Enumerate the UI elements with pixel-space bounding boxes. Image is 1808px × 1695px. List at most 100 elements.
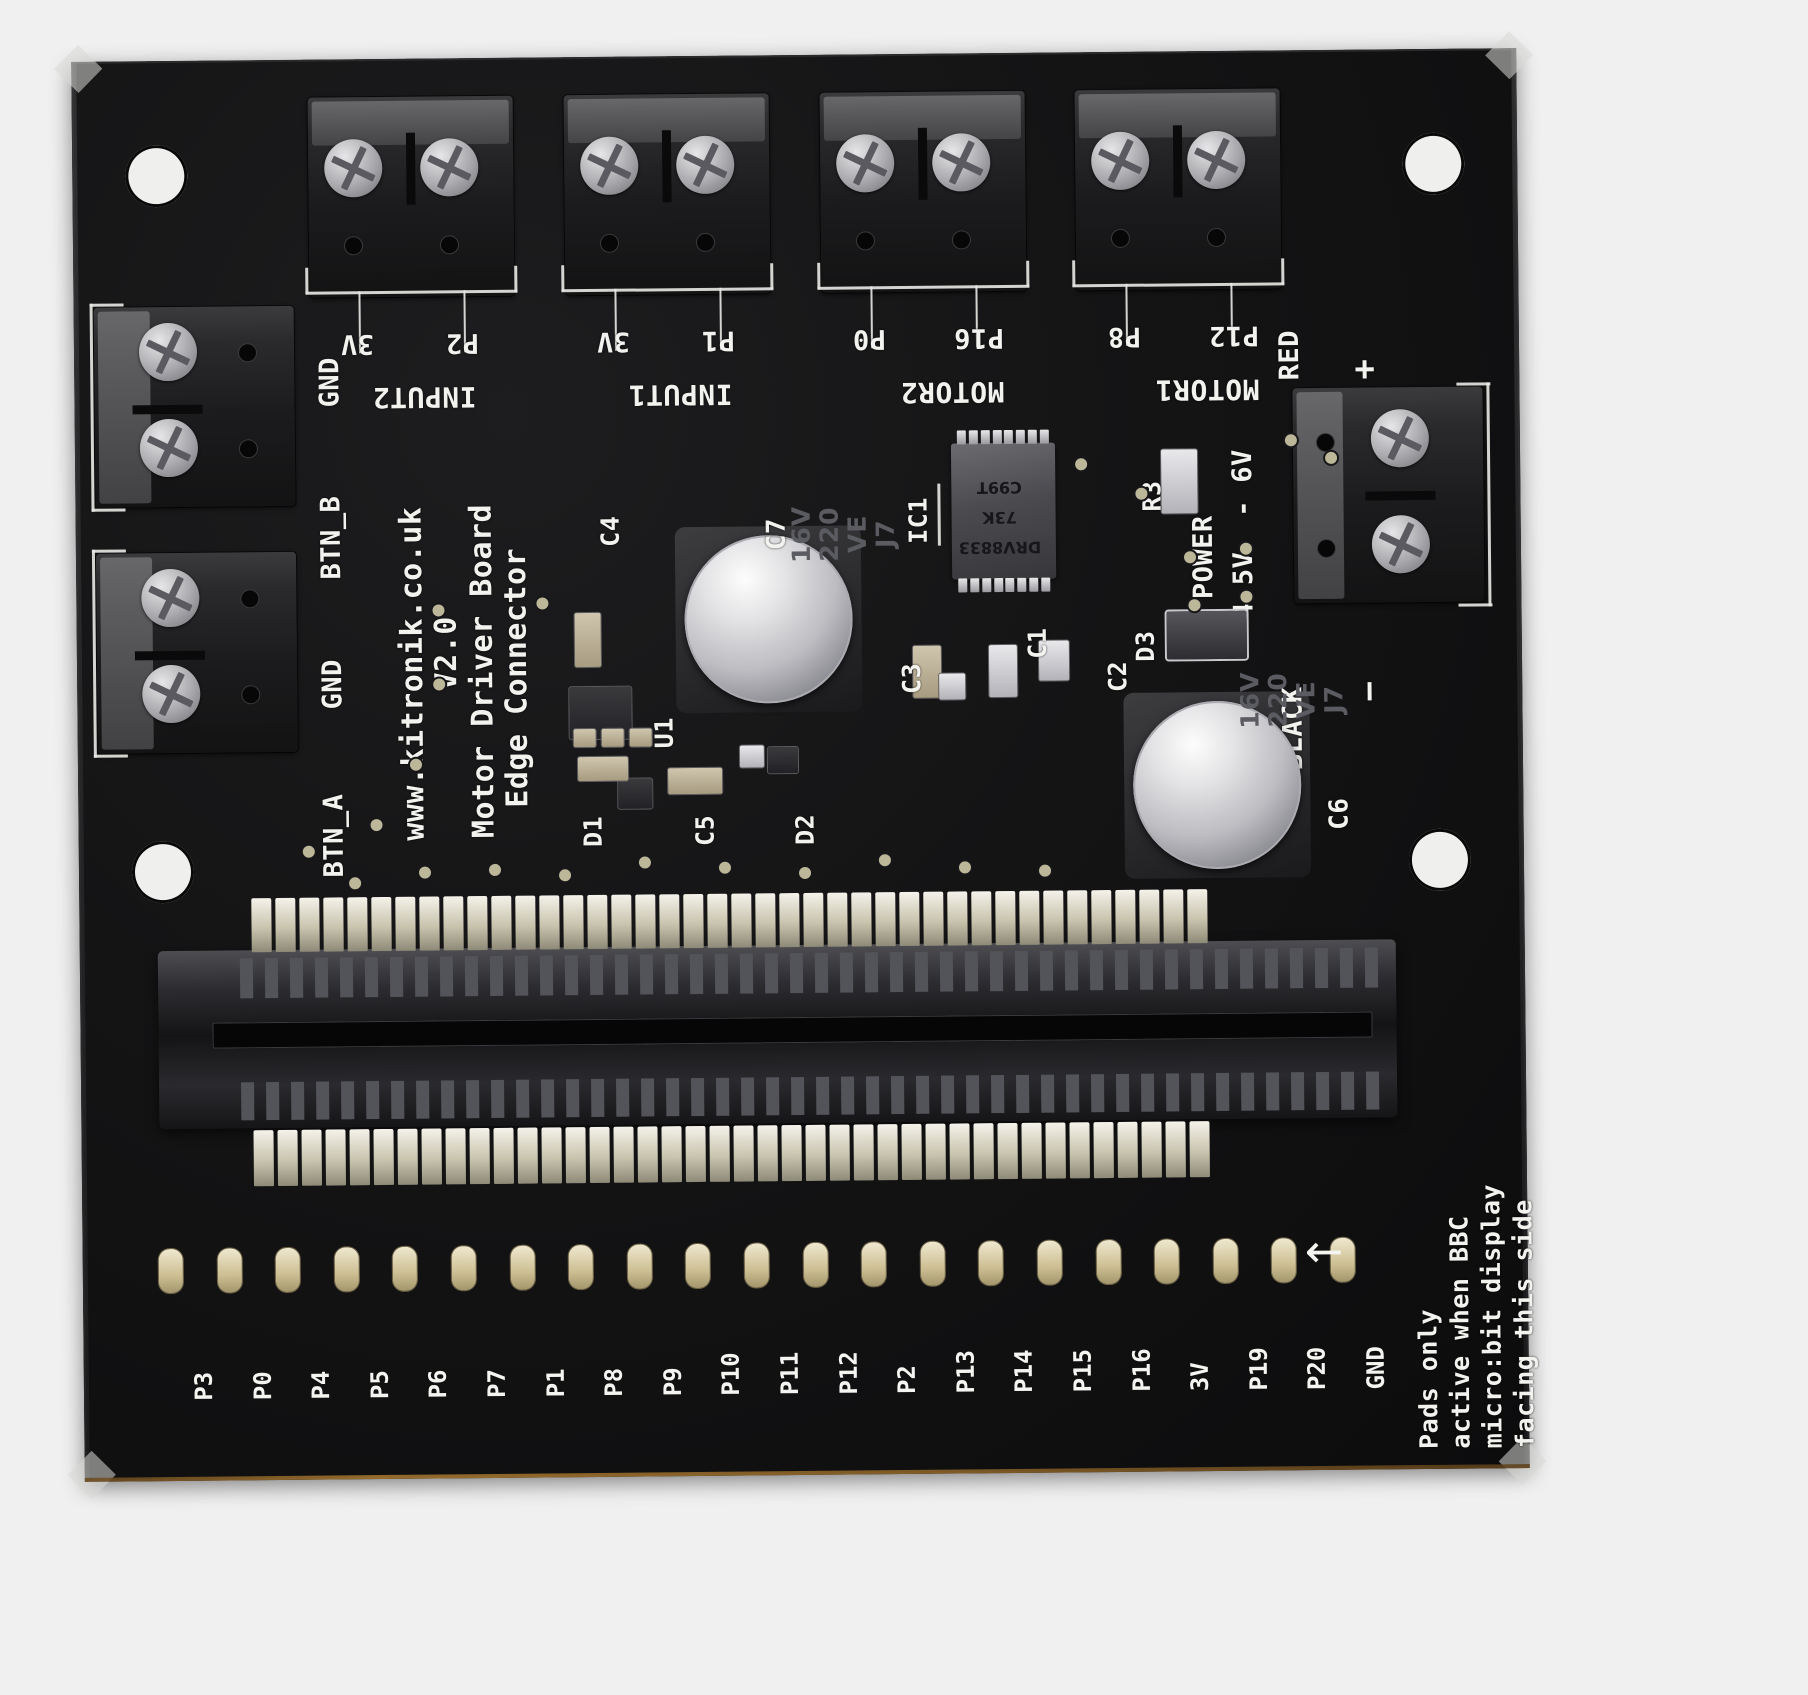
ref-u1: U1 bbox=[649, 717, 679, 749]
breakout-pad[interactable] bbox=[451, 1246, 476, 1291]
screw-power-positive[interactable] bbox=[1370, 408, 1430, 468]
breakout-pad[interactable] bbox=[334, 1247, 359, 1292]
breakout-pad[interactable] bbox=[1037, 1240, 1062, 1285]
breakout-pad[interactable] bbox=[685, 1243, 711, 1289]
breakout-pad[interactable] bbox=[627, 1244, 652, 1289]
connector-tooth bbox=[664, 954, 679, 995]
label-power-low: 4.5V bbox=[1227, 551, 1260, 619]
ic-pins-bottom bbox=[958, 577, 1051, 593]
terminal-divider bbox=[405, 132, 416, 205]
silk-tick bbox=[305, 267, 309, 294]
screw-btn-b-btn[interactable] bbox=[139, 418, 199, 478]
edge-finger bbox=[685, 1125, 706, 1183]
breakout-pad[interactable] bbox=[803, 1242, 828, 1287]
silk-tick bbox=[514, 265, 518, 292]
screw-input1-3v[interactable] bbox=[579, 136, 639, 196]
breakout-pad-label-3v: 3V bbox=[1185, 1362, 1215, 1392]
breakout-pad[interactable] bbox=[920, 1241, 945, 1286]
connector-tooth bbox=[1014, 950, 1029, 991]
screw-input1-p1[interactable] bbox=[675, 135, 735, 195]
wire-hole bbox=[241, 590, 259, 608]
terminal-block-motor2[interactable] bbox=[819, 90, 1027, 293]
edge-finger bbox=[1187, 889, 1208, 944]
connector-tooth bbox=[464, 956, 479, 997]
via bbox=[878, 854, 891, 867]
edge-finger bbox=[613, 1126, 635, 1183]
terminal-divider bbox=[1365, 490, 1436, 501]
connector-tooth bbox=[1364, 947, 1379, 988]
terminal-block-btn-a[interactable] bbox=[95, 551, 298, 754]
wire-hole bbox=[696, 233, 715, 251]
connector-tooth bbox=[1189, 949, 1204, 990]
breakout-pad[interactable] bbox=[1154, 1239, 1180, 1284]
screw-motor2-p0[interactable] bbox=[835, 134, 895, 193]
edge-finger bbox=[323, 897, 344, 952]
screw-input2-p2[interactable] bbox=[419, 138, 479, 197]
via bbox=[1183, 551, 1197, 564]
breakout-pad-label-p4: P4 bbox=[306, 1370, 336, 1400]
breakout-pad[interactable] bbox=[275, 1247, 301, 1293]
connector-tooth bbox=[1265, 1072, 1280, 1111]
terminal-block-motor1[interactable] bbox=[1074, 88, 1282, 291]
ref-d2: D2 bbox=[790, 813, 820, 846]
terminal-block-power[interactable] bbox=[1292, 386, 1485, 604]
connector-tooth bbox=[641, 1078, 655, 1117]
connector-tooth bbox=[691, 1077, 705, 1117]
connector-tooth bbox=[639, 954, 654, 995]
breakout-pad[interactable] bbox=[217, 1248, 242, 1293]
label-group-input2: INPUT2 bbox=[372, 380, 477, 415]
breakout-pad[interactable] bbox=[1271, 1238, 1297, 1283]
screw-motor1-p8[interactable] bbox=[1090, 131, 1150, 191]
edge-finger bbox=[277, 1129, 299, 1187]
edge-finger bbox=[467, 896, 488, 951]
terminal-block-input2[interactable] bbox=[307, 95, 515, 298]
edge-finger bbox=[587, 894, 608, 950]
edge-finger bbox=[805, 1124, 826, 1181]
terminal-block-btn-b[interactable] bbox=[93, 305, 296, 508]
screw-btn-a-gnd[interactable] bbox=[141, 568, 200, 628]
pads-note-line: Pads only bbox=[1413, 1308, 1444, 1450]
edge-finger bbox=[539, 895, 560, 950]
breakout-pad[interactable] bbox=[1096, 1239, 1121, 1285]
screw-power-negative[interactable] bbox=[1371, 514, 1431, 574]
breakout-pad[interactable] bbox=[1213, 1238, 1238, 1284]
screw-motor2-p16[interactable] bbox=[931, 133, 991, 192]
breakout-pad[interactable] bbox=[510, 1245, 535, 1290]
via bbox=[409, 758, 423, 771]
screw-input2-3v[interactable] bbox=[323, 138, 383, 198]
screw-btn-b-gnd[interactable] bbox=[138, 322, 198, 382]
via bbox=[418, 866, 432, 879]
screw-motor1-p12[interactable] bbox=[1186, 130, 1246, 190]
screw-btn-a-btn[interactable] bbox=[142, 664, 201, 724]
edge-finger bbox=[491, 895, 512, 950]
connector-tooth bbox=[965, 1075, 980, 1114]
cap-c2-component bbox=[988, 644, 1018, 698]
connector-tooth bbox=[715, 1077, 730, 1116]
wire-hole bbox=[1111, 229, 1130, 247]
breakout-pad[interactable] bbox=[158, 1248, 184, 1294]
breakout-pad-label-p9: P9 bbox=[658, 1367, 687, 1397]
edge-finger bbox=[443, 896, 464, 951]
connector-tooth bbox=[740, 1077, 755, 1116]
edge-finger bbox=[731, 893, 752, 948]
edge-finger bbox=[707, 893, 728, 948]
connector-tooth bbox=[689, 953, 704, 995]
breakout-pad-row[interactable] bbox=[158, 1237, 1390, 1294]
connector-tooth bbox=[990, 1075, 1005, 1114]
breakout-pad[interactable] bbox=[744, 1243, 769, 1288]
connector-tooth bbox=[840, 1076, 855, 1115]
breakout-pad[interactable] bbox=[861, 1242, 887, 1287]
breakout-pad[interactable] bbox=[568, 1245, 594, 1290]
terminal-block-input1[interactable] bbox=[563, 93, 771, 296]
breakout-pad[interactable] bbox=[392, 1246, 418, 1291]
edge-finger bbox=[925, 1123, 946, 1180]
smd-passive bbox=[939, 673, 966, 700]
connector-tooth bbox=[439, 956, 454, 997]
wire-hole bbox=[239, 440, 258, 458]
connector-tooth bbox=[516, 1079, 530, 1118]
edge-finger bbox=[923, 891, 944, 946]
label-motor2-p0: P0 bbox=[852, 323, 887, 355]
connector-tooth bbox=[1240, 1072, 1255, 1111]
breakout-pad[interactable] bbox=[978, 1241, 1004, 1286]
